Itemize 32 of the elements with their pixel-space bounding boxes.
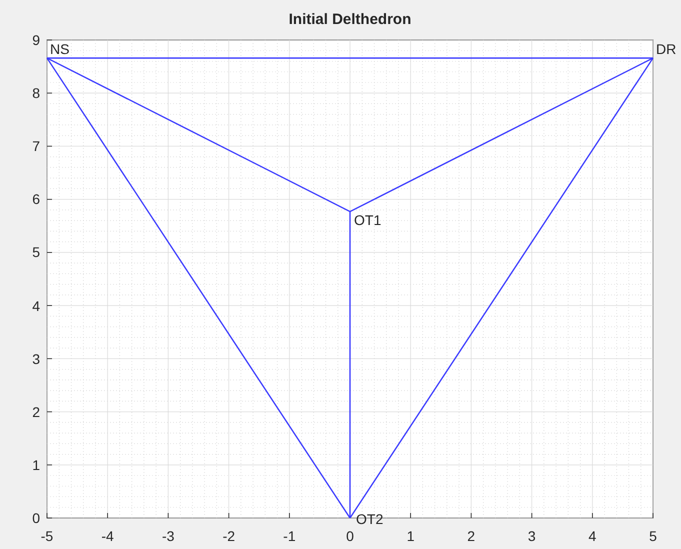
graph-edge bbox=[47, 57, 653, 59]
x-tick-label: -4 bbox=[100, 528, 115, 544]
graph-edge bbox=[350, 57, 654, 212]
y-tick-label: 7 bbox=[31, 138, 40, 154]
x-tick-label: 3 bbox=[526, 528, 537, 544]
y-tick-label: 3 bbox=[31, 350, 40, 367]
x-tick-label: -2 bbox=[222, 528, 236, 544]
y-tick-label: 0 bbox=[31, 510, 40, 526]
y-tick-label: 5 bbox=[31, 244, 40, 260]
y-tick-label: 8 bbox=[31, 85, 40, 102]
graph-edge bbox=[349, 58, 654, 518]
x-tick-label: -3 bbox=[160, 528, 176, 544]
y-tick-label: 2 bbox=[31, 404, 40, 420]
x-tick-label: 1 bbox=[406, 528, 416, 544]
vertex-label: NS bbox=[47, 42, 70, 58]
x-tick-label: 4 bbox=[587, 528, 598, 544]
vertex-label: DR bbox=[653, 42, 676, 58]
vertex-label: OT2 bbox=[350, 512, 384, 527]
y-tick-label: 9 bbox=[31, 32, 40, 48]
chart-title: Initial Delthedron bbox=[288, 10, 412, 30]
x-tick-label: -1 bbox=[282, 528, 297, 544]
y-tick-label: 1 bbox=[31, 456, 40, 473]
x-tick-label: -5 bbox=[40, 528, 54, 544]
x-tick-label: 0 bbox=[345, 528, 355, 544]
vertex-label: OT1 bbox=[350, 212, 382, 228]
x-tick-label: 5 bbox=[648, 528, 658, 544]
y-tick-label: 6 bbox=[31, 191, 40, 208]
graph-edge bbox=[349, 212, 351, 518]
y-tick-label: 4 bbox=[31, 298, 40, 314]
x-tick-label: 2 bbox=[466, 528, 476, 544]
graph-edge bbox=[46, 58, 351, 518]
graph-edge bbox=[46, 57, 350, 212]
